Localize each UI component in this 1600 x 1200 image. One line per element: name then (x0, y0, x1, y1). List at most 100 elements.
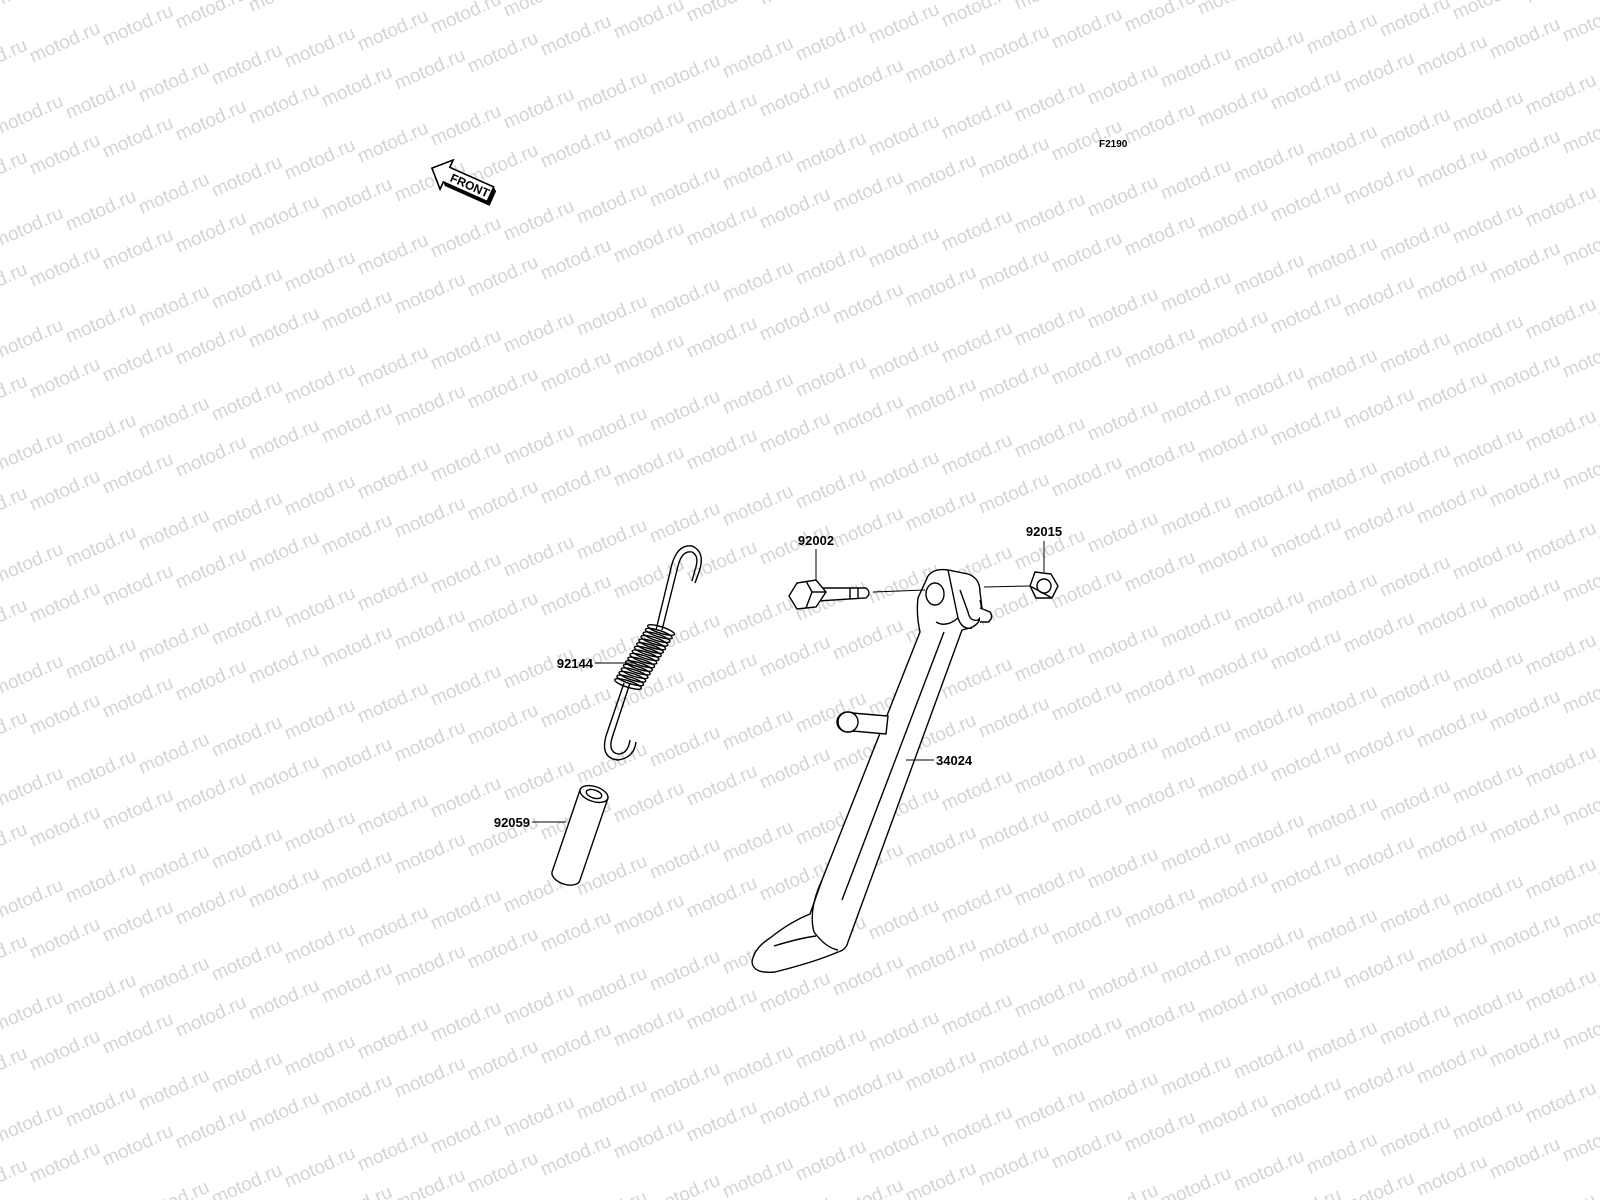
watermark-text: motod.ru (1595, 277, 1600, 327)
watermark-text: motod.ru (318, 174, 395, 224)
watermark-text: motod.ru (208, 936, 285, 986)
watermark-text: motod.ru (1595, 165, 1600, 215)
watermark-text: motod.ru (1011, 0, 1088, 15)
watermark-text: motod.ru (391, 605, 468, 655)
watermark-text: motod.ru (1230, 586, 1307, 636)
watermark-text: motod.ru (1449, 199, 1526, 249)
watermark-text: motod.ru (537, 123, 614, 173)
watermark-text: motod.ru (464, 252, 541, 302)
watermark-text: motod.ru (1121, 883, 1198, 933)
watermark-text: motod.ru (865, 0, 942, 49)
watermark-text: motod.ru (1194, 754, 1271, 804)
watermark-text: motod.ru (99, 113, 176, 163)
watermark-text: motod.ru (1522, 966, 1599, 1016)
watermark-text: motod.ru (719, 481, 796, 531)
watermark-text: motod.ru (464, 1148, 541, 1198)
watermark-text: motod.ru (1230, 362, 1307, 412)
watermark-text: motod.ru (865, 1119, 942, 1169)
watermark-text: motod.ru (1084, 1180, 1161, 1200)
watermark-text: motod.ru (208, 600, 285, 650)
watermark-text: motod.ru (1267, 65, 1344, 115)
watermark-text: motod.ru (1011, 301, 1088, 351)
watermark-text: motod.ru (1157, 379, 1234, 429)
watermark-text: motod.ru (208, 488, 285, 538)
watermark-text: motod.ru (938, 878, 1015, 928)
watermark-text: motod.ru (1449, 87, 1526, 137)
part-number-label: 34024 (936, 753, 973, 768)
watermark-text: motod.ru (464, 28, 541, 78)
watermark-text: motod.ru (1340, 720, 1417, 770)
watermark-text: motod.ru (354, 902, 431, 952)
watermark-text: motod.ru (975, 805, 1052, 855)
watermark-text: motod.ru (1559, 0, 1600, 47)
watermark-text: motod.ru (756, 744, 833, 794)
watermark-text: motod.ru (1449, 535, 1526, 585)
watermark-text: motod.ru (26, 1138, 103, 1188)
watermark-text: motod.ru (318, 510, 395, 560)
watermark-text: motod.ru (573, 403, 650, 453)
watermark-text: motod.ru (902, 150, 979, 200)
watermark-text: motod.ru (610, 106, 687, 156)
watermark-text: motod.ru (719, 1041, 796, 1091)
watermark-text: motod.ru (1157, 1163, 1234, 1200)
watermark-text: motod.ru (245, 863, 322, 913)
watermark-text: motod.ru (172, 1104, 249, 1154)
watermark-text: motod.ru (1267, 177, 1344, 227)
watermark-text: motod.ru (1194, 978, 1271, 1028)
watermark-text: motod.ru (610, 778, 687, 828)
watermark-text: motod.ru (1449, 311, 1526, 361)
watermark-text: motod.ru (0, 595, 31, 645)
watermark-text: motod.ru (354, 566, 431, 616)
watermark-text: motod.ru (719, 369, 796, 419)
watermark-text: motod.ru (1194, 866, 1271, 916)
watermark-text: motod.ru (1303, 569, 1380, 619)
watermark-text: motod.ru (1595, 1061, 1600, 1111)
watermark-text: motod.ru (938, 766, 1015, 816)
watermark-text: motod.ru (26, 466, 103, 516)
watermark-text: motod.ru (1559, 333, 1600, 383)
watermark-text: motod.ru (537, 459, 614, 509)
watermark-text: motod.ru (1522, 0, 1599, 8)
watermark-text: motod.ru (646, 1170, 723, 1200)
watermark-text: motod.ru (500, 420, 577, 470)
watermark-text: motod.ru (281, 471, 358, 521)
watermark-text: motod.ru (26, 242, 103, 292)
part-number-label: 92144 (557, 656, 594, 671)
watermark-text: motod.ru (1486, 126, 1563, 176)
watermark-text: motod.ru (354, 454, 431, 504)
watermark-text: motod.ru (318, 286, 395, 336)
watermark-text: motod.ru (646, 274, 723, 324)
watermark-text: motod.ru (1267, 1073, 1344, 1123)
watermark-text: motod.ru (1340, 608, 1417, 658)
watermark-text: motod.ru (683, 1097, 760, 1147)
watermark-text: motod.ru (354, 6, 431, 56)
spring-coil (633, 645, 662, 658)
watermark-text: motod.ru (62, 74, 139, 124)
watermark-text: motod.ru (0, 315, 67, 365)
watermark-text: motod.ru (1522, 518, 1599, 568)
watermark-text: motod.ru (208, 824, 285, 874)
watermark-text: motod.ru (1522, 1078, 1599, 1128)
watermark-text: motod.ru (62, 1082, 139, 1132)
watermark-text: motod.ru (792, 16, 869, 66)
watermark-text: motod.ru (208, 264, 285, 314)
watermark-text: motod.ru (1267, 1185, 1344, 1200)
side-stand-34024 (751, 568, 993, 973)
watermark-text: motod.ru (1486, 14, 1563, 64)
watermark-text: motod.ru (938, 318, 1015, 368)
watermark-text: motod.ru (1559, 557, 1600, 607)
watermark-text: motod.ru (1376, 0, 1453, 42)
watermark-text: motod.ru (281, 695, 358, 745)
watermark-text: motod.ru (865, 111, 942, 161)
watermark-text: motod.ru (0, 875, 67, 925)
watermark-text: motod.ru (1449, 1095, 1526, 1145)
watermark-text: motod.ru (537, 571, 614, 621)
watermark-text: motod.ru (902, 38, 979, 88)
watermark-text: motod.ru (1340, 48, 1417, 98)
watermark-text: motod.ru (902, 822, 979, 872)
spring-coil (638, 638, 667, 651)
watermark-text: motod.ru (719, 705, 796, 755)
watermark-text: motod.ru (1303, 793, 1380, 843)
watermark-text: motod.ru (135, 1177, 212, 1200)
